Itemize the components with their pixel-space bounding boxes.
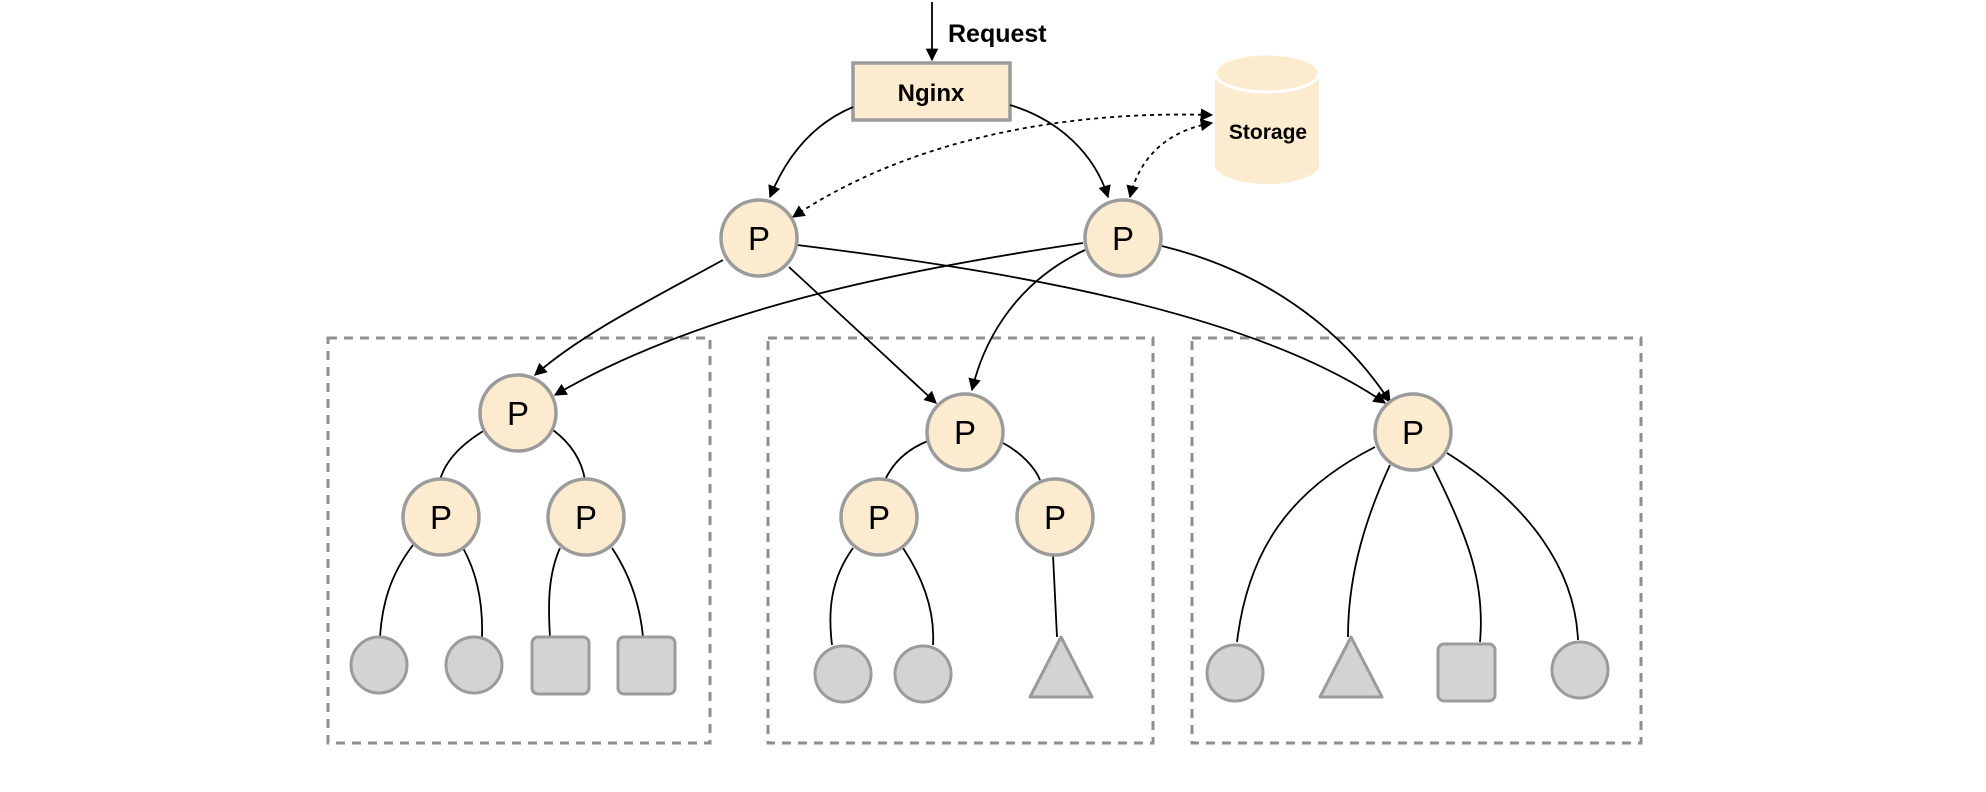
tree-edge	[1431, 464, 1482, 643]
tree-edge	[552, 429, 586, 481]
group-box-right	[1190, 336, 1643, 745]
square-leaf-icon	[616, 635, 677, 696]
tree-edge	[884, 440, 929, 481]
triangle-leaf-icon	[1318, 635, 1384, 699]
process-label: P	[430, 499, 452, 536]
tree-edge	[379, 544, 414, 638]
edge-nginx-to-p-right	[1009, 104, 1111, 199]
process-label: P	[748, 220, 770, 257]
process-node-group-left-child-1: P	[401, 477, 481, 557]
process-node-group-middle-child-1: P	[839, 477, 919, 557]
process-label: P	[507, 395, 529, 432]
circle-leaf-icon	[444, 635, 504, 695]
storage-link-p-left	[791, 108, 1214, 218]
tree-edge	[829, 547, 854, 646]
group-box-middle	[766, 336, 1155, 745]
process-node-group-left-child-2: P	[546, 477, 626, 557]
request-label: Request	[948, 20, 1047, 48]
edge-nginx-to-p-left	[768, 106, 854, 199]
process-label: P	[1112, 220, 1134, 257]
tree-edge	[1446, 452, 1579, 641]
process-node-top-right: P	[1083, 198, 1163, 278]
group-box-left	[326, 336, 712, 745]
tree-edge	[548, 547, 561, 638]
tree-edge	[439, 429, 486, 481]
circle-leaf-icon	[893, 644, 953, 704]
circle-leaf-icon	[349, 635, 409, 695]
square-leaf-icon	[530, 635, 591, 696]
tree-edge	[902, 547, 935, 646]
process-label: P	[954, 414, 976, 451]
process-node-top-left: P	[719, 198, 799, 278]
process-node-group-left-root: P	[478, 373, 558, 453]
edge-pl-to-group-middle	[788, 266, 937, 404]
storage-label: Storage	[1229, 121, 1307, 144]
tree-edge	[1052, 554, 1058, 638]
edge-pr-to-group-middle	[968, 249, 1086, 392]
edge-pl-to-group-left	[534, 259, 724, 376]
process-label: P	[1044, 499, 1066, 536]
edge-pr-to-group-left	[553, 242, 1084, 396]
storage-link-p-right	[1126, 118, 1214, 199]
nginx-label: Nginx	[898, 80, 965, 107]
tree-edge	[462, 547, 484, 638]
process-label: P	[575, 499, 597, 536]
square-leaf-icon	[1436, 642, 1497, 703]
nginx-node: Nginx	[851, 61, 1012, 122]
triangle-leaf-icon	[1028, 635, 1094, 699]
circle-leaf-icon	[813, 644, 873, 704]
tree-edge	[1236, 446, 1376, 643]
circle-leaf-icon	[1550, 640, 1610, 700]
process-label: P	[868, 499, 890, 536]
process-node-group-right-root: P	[1373, 392, 1453, 472]
edge-pl-to-group-right	[796, 244, 1387, 404]
tree-edge	[611, 547, 644, 638]
storage-node: Storage	[1213, 52, 1321, 184]
circle-leaf-icon	[1205, 643, 1265, 703]
tree-edge	[1002, 442, 1041, 481]
process-node-group-middle-root: P	[925, 392, 1005, 472]
process-label: P	[1402, 414, 1424, 451]
edge-pr-to-group-right	[1161, 245, 1391, 404]
tree-edge	[1347, 464, 1391, 638]
process-node-group-middle-child-2: P	[1015, 477, 1095, 557]
